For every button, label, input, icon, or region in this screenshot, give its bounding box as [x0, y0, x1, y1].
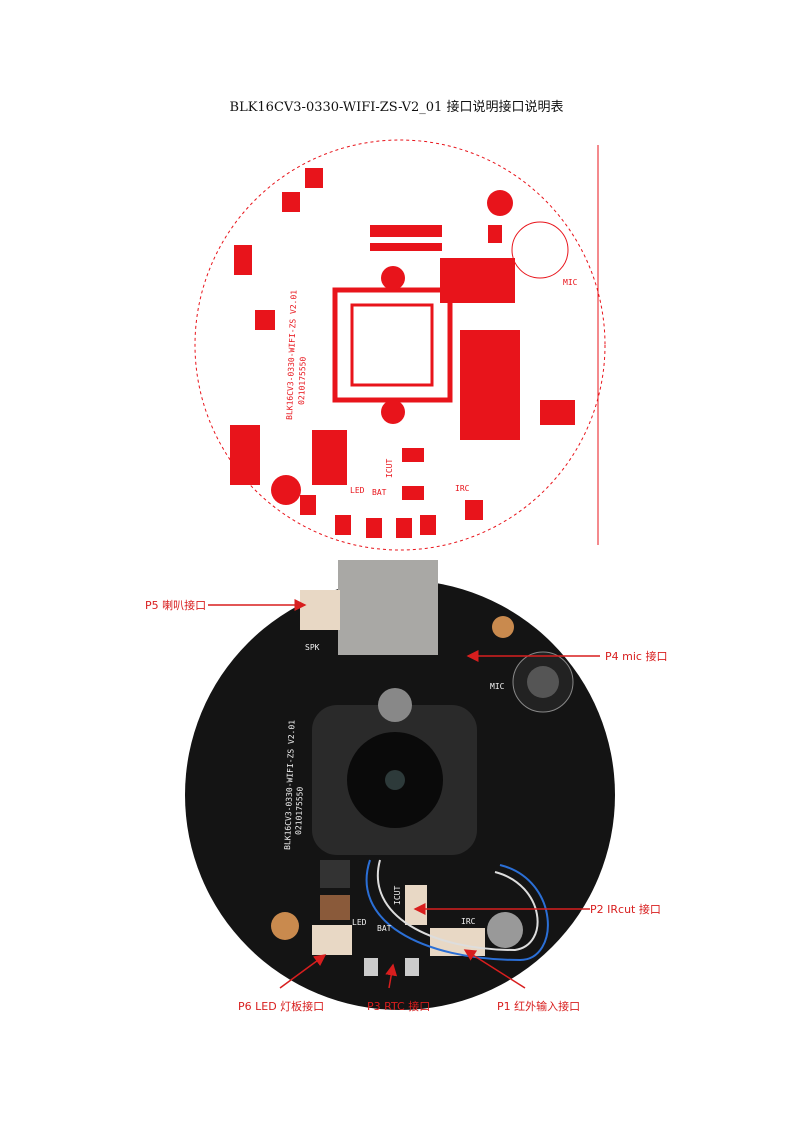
arrow-p3	[385, 963, 398, 989]
photo-spk-label: SPK	[305, 643, 320, 652]
photo-mic-label: MIC	[490, 682, 505, 691]
pcb-serial: 0210175550	[297, 356, 308, 405]
label-p2-ircut: P2 IRcut 接口	[590, 903, 661, 916]
photo-bat-label: BAT	[377, 924, 392, 933]
photo-irc-label: IRC	[461, 917, 476, 926]
arrow-p1	[463, 949, 526, 989]
label-p5-speaker: P5 喇叭接口	[145, 599, 207, 612]
pcb-mic-label: MIC	[563, 278, 578, 287]
photo-silkscreen-text: BLK16CV3-0330-WIFI-ZS V2.01 0210175550 S…	[283, 643, 505, 933]
pcb-led-label: LED	[350, 486, 365, 495]
label-p6-led: P6 LED 灯板接口	[238, 1000, 325, 1013]
arrow-p6	[279, 954, 327, 989]
callout-arrows	[208, 599, 600, 989]
pcb-layout-drawing	[194, 139, 606, 551]
label-p3-rtc: P3 RTC 接口	[367, 1000, 431, 1013]
pcb-icut-label: ICUT	[385, 459, 394, 478]
photo-serial: 0210175550	[294, 786, 305, 835]
pcb-bat-label: BAT	[372, 488, 387, 497]
board-photo	[185, 560, 615, 1010]
photo-led-label: LED	[352, 918, 367, 927]
photo-icut-label: ICUT	[393, 886, 402, 905]
pcb-irc-label: IRC	[455, 484, 470, 493]
label-p1-ir-input: P1 红外输入接口	[497, 1000, 581, 1013]
document-title: BLK16CV3-0330-WIFI-ZS-V2_01 接口说明接口说明表	[229, 100, 564, 115]
label-p4-mic: P4 mic 接口	[605, 650, 668, 663]
